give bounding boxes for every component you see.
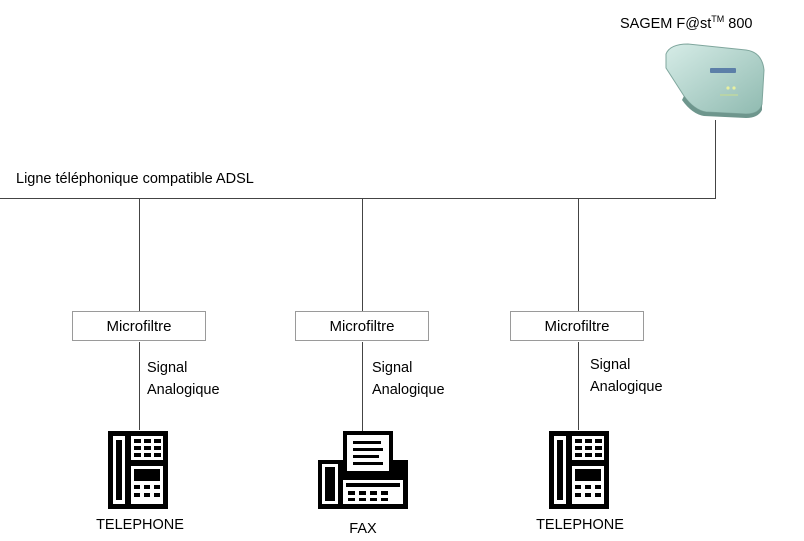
fax-icon <box>318 431 408 509</box>
modem-trademark: TM <box>711 14 725 24</box>
signal-label-1: Signal Analogique <box>147 357 220 401</box>
signal-label-3-line1: Signal <box>590 357 631 373</box>
signal-label-2: Signal Analogique <box>372 357 445 401</box>
microfilter-2: Microfiltre <box>295 311 429 341</box>
signal-label-3: Signal Analogique <box>590 354 663 398</box>
signal-label-1-line2: Analogique <box>147 382 220 398</box>
modem-label: SAGEM F@stTM 800 <box>620 14 753 33</box>
microfilter-1: Microfiltre <box>72 311 206 341</box>
line-label: Ligne téléphonique compatible ADSL <box>16 171 254 187</box>
adsl-modem-icon <box>665 43 765 118</box>
microfilter-3: Microfiltre <box>510 311 644 341</box>
signal-label-2-line1: Signal <box>372 360 413 376</box>
signal-label-1-line1: Signal <box>147 360 188 376</box>
signal-label-3-line2: Analogique <box>590 379 663 395</box>
signal-label-2-line2: Analogique <box>372 382 445 398</box>
modem-name: SAGEM F@st <box>620 15 712 32</box>
device-label-3: TELEPHONE <box>536 517 624 533</box>
telephone-icon <box>108 431 168 509</box>
modem-model: 800 <box>724 15 753 32</box>
device-label-1: TELEPHONE <box>96 517 184 533</box>
device-label-2: FAX <box>349 521 377 537</box>
telephone-icon <box>549 431 609 509</box>
